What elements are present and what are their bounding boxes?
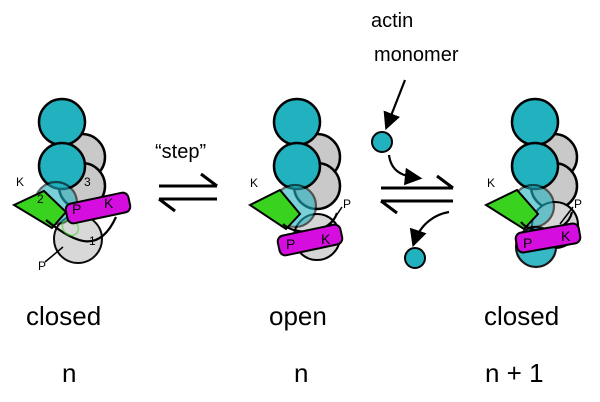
magenta-fh2-bar-left	[64, 191, 132, 225]
bar-letter-p-mid: P	[286, 236, 295, 252]
step-forward-arrowhead	[200, 172, 218, 188]
step-equilibrium-arrows	[158, 172, 218, 213]
magenta-fh2-bar-right	[514, 222, 582, 254]
bar-letter-p-right: P	[523, 235, 532, 251]
teal-actin-subunit-top-mid	[272, 97, 322, 147]
free-actin-monomer-top	[371, 131, 393, 153]
actin-monomer-label-line1: actin	[371, 10, 413, 32]
subunit-label-2: 2	[37, 192, 44, 206]
p-pointer-left	[44, 246, 64, 263]
green-domain-mid	[248, 188, 302, 231]
step-backward-arrowhead	[158, 197, 176, 213]
teal-actin-subunit-middle-right	[510, 141, 560, 191]
bar-letter-p-left: P	[72, 201, 81, 217]
teal-actin-subunit-top-right	[510, 97, 560, 147]
magenta-fh2-bar-mid	[276, 223, 344, 257]
black-linker	[45, 216, 118, 243]
monomer-forward-arrowhead	[436, 174, 454, 190]
monomer-equilibrium-arrows	[371, 79, 454, 269]
count-label-right: n + 1	[485, 358, 544, 388]
outside-letter-p-right: P	[574, 197, 582, 211]
monomer-binding-curve	[387, 154, 423, 186]
outside-letter-k-left: K	[16, 175, 24, 189]
green-domain-right	[483, 188, 540, 231]
state-label-left: closed	[26, 301, 101, 331]
state-label-right: closed	[484, 301, 559, 331]
count-label-middle: n	[294, 358, 308, 388]
actin-monomer-pointer	[383, 79, 407, 131]
subunit-label-1: 1	[89, 234, 96, 248]
p-pointer-right	[559, 206, 574, 225]
bar-letter-k-right: K	[561, 228, 571, 244]
state-label-middle: open	[269, 301, 327, 331]
outside-letter-k-mid: K	[250, 176, 258, 190]
bar-letter-k-mid: K	[321, 231, 331, 247]
monomer-backward-arrowhead	[380, 199, 398, 215]
outside-letter-k-right: K	[487, 176, 495, 190]
closed-state-right: P K K P	[483, 97, 582, 269]
teal-actin-subunit-top	[37, 97, 87, 147]
free-actin-monomer-bottom	[404, 247, 426, 269]
step-label: “step”	[155, 141, 206, 163]
actin-monomer-label-line2: monomer	[374, 44, 459, 66]
subunit-label-3: 3	[84, 175, 91, 189]
teal-actin-subunit-middle-mid	[272, 141, 322, 191]
closed-state-left: 3 2 1 P K K P	[11, 97, 132, 273]
monomer-release-curve	[409, 210, 450, 248]
outside-letter-p-mid: P	[343, 197, 351, 211]
bar-letter-k-left: K	[104, 195, 114, 211]
open-state-middle: P K K P	[248, 97, 351, 261]
p-pointer-mid	[329, 206, 343, 226]
outside-letter-p-left: P	[38, 259, 46, 273]
count-label-left: n	[62, 358, 76, 388]
